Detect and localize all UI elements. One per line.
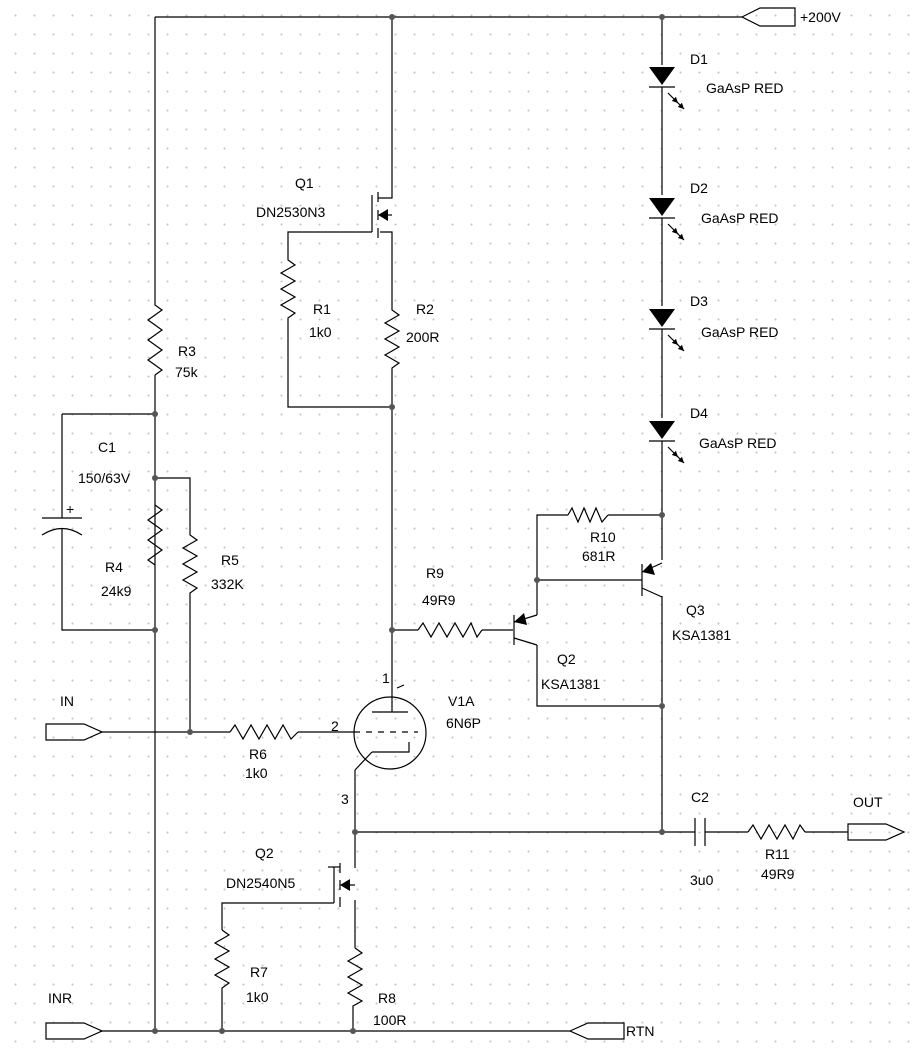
led-d2[interactable]: D2 GaAsP RED	[649, 180, 779, 241]
r10-ref: R10	[590, 529, 616, 545]
resistor-r9[interactable]: R9 49R9	[417, 565, 483, 639]
r1-value: 1k0	[309, 324, 332, 340]
port-input-return[interactable]: INR	[45, 990, 104, 1040]
wires	[61, 16, 848, 1032]
c2-ref: C2	[691, 789, 709, 805]
port-supply-label: +200V	[800, 9, 842, 25]
r3-value: 75k	[175, 364, 199, 380]
q1-part: DN2530N3	[256, 204, 325, 220]
r7-value: 1k0	[246, 989, 269, 1005]
d1-ref: D1	[690, 51, 708, 67]
d4-ref: D4	[690, 405, 708, 421]
r2-ref: R2	[416, 301, 434, 317]
v1a-pin-grid: 2	[331, 718, 339, 734]
r4-ref: R4	[105, 559, 123, 575]
d3-part: GaAsP RED	[701, 324, 779, 340]
resistor-r7[interactable]: R7 1k0	[213, 929, 269, 1005]
port-output[interactable]: OUT	[847, 794, 906, 841]
resistor-r8[interactable]: R8 100R	[346, 947, 406, 1028]
q2-mosfet-ref: Q2	[255, 845, 274, 861]
bjt-q2[interactable]: Q2 KSA1381	[513, 613, 600, 692]
d3-ref: D3	[690, 293, 708, 309]
v1a-ref: V1A	[448, 693, 475, 709]
resistor-r4[interactable]: R4 24k9	[101, 504, 164, 599]
v1a-part: 6N6P	[446, 715, 481, 731]
q2-mosfet-part: DN2540N5	[226, 875, 295, 891]
led-d1[interactable]: D1 GaAsP RED	[649, 51, 784, 110]
d2-part: GaAsP RED	[701, 210, 779, 226]
r9-value: 49R9	[422, 592, 456, 608]
r1-ref: R1	[313, 301, 331, 317]
port-input[interactable]: IN	[45, 693, 104, 741]
triode-v1a[interactable]: 1 2 3 V1A 6N6P	[331, 670, 481, 807]
r10-value: 681R	[582, 548, 615, 564]
port-return-label: RTN	[626, 1023, 655, 1039]
v1a-pin-plate: 1	[382, 670, 390, 686]
r8-ref: R8	[378, 990, 396, 1006]
r8-value: 100R	[373, 1012, 406, 1028]
port-return[interactable]: RTN	[568, 1022, 655, 1040]
junction-dots	[152, 14, 665, 1034]
resistor-r11[interactable]: R11 49R9	[747, 823, 806, 882]
r6-value: 1k0	[245, 765, 268, 781]
port-input-return-label: INR	[48, 990, 72, 1006]
resistor-r1[interactable]: R1 1k0	[279, 250, 332, 340]
r6-ref: R6	[249, 746, 267, 762]
r5-ref: R5	[221, 552, 239, 568]
q1-ref: Q1	[295, 175, 314, 191]
resistor-r10[interactable]: R10 681R	[567, 506, 616, 564]
r4-value: 24k9	[101, 583, 132, 599]
mosfet-q2[interactable]: Q2 DN2540N5	[226, 845, 355, 907]
port-output-label: OUT	[853, 794, 883, 810]
led-d3[interactable]: D3 GaAsP RED	[649, 293, 779, 352]
q3-part: KSA1381	[672, 627, 731, 643]
r11-value: 49R9	[761, 866, 795, 882]
c1-ref: C1	[98, 439, 116, 455]
port-supply: +200V	[740, 7, 842, 27]
resistor-r2[interactable]: R2 200R	[383, 301, 439, 370]
r9-ref: R9	[426, 565, 444, 581]
v1a-pin-cathode: 3	[341, 791, 349, 807]
resistor-r5[interactable]: R5 332K	[181, 525, 244, 600]
resistor-r3[interactable]: R3 75k	[146, 300, 199, 380]
bjt-q3[interactable]: Q3 KSA1381	[641, 562, 731, 643]
q2-bjt-ref: Q2	[557, 651, 576, 667]
resistor-r6[interactable]: R6 1k0	[229, 723, 299, 781]
r7-ref: R7	[250, 964, 268, 980]
c2-value: 3u0	[690, 872, 714, 888]
d1-part: GaAsP RED	[706, 80, 784, 96]
r2-value: 200R	[406, 329, 439, 345]
d2-ref: D2	[690, 180, 708, 196]
mosfet-q1[interactable]: Q1 DN2530N3	[256, 175, 392, 238]
r5-value: 332K	[211, 576, 244, 592]
c1-value: 150/63V	[78, 470, 131, 486]
d4-part: GaAsP RED	[699, 435, 777, 451]
port-input-label: IN	[60, 693, 74, 709]
q3-ref: Q3	[686, 602, 705, 618]
capacitor-c1[interactable]: + C1 150/63V	[41, 439, 131, 536]
r3-ref: R3	[178, 343, 196, 359]
led-d4[interactable]: D4 GaAsP RED	[649, 405, 777, 464]
r11-ref: R11	[765, 846, 790, 862]
c1-polarity: +	[66, 501, 74, 517]
q2-bjt-part: KSA1381	[541, 676, 600, 692]
capacitor-c2[interactable]: C2 3u0	[690, 789, 714, 888]
